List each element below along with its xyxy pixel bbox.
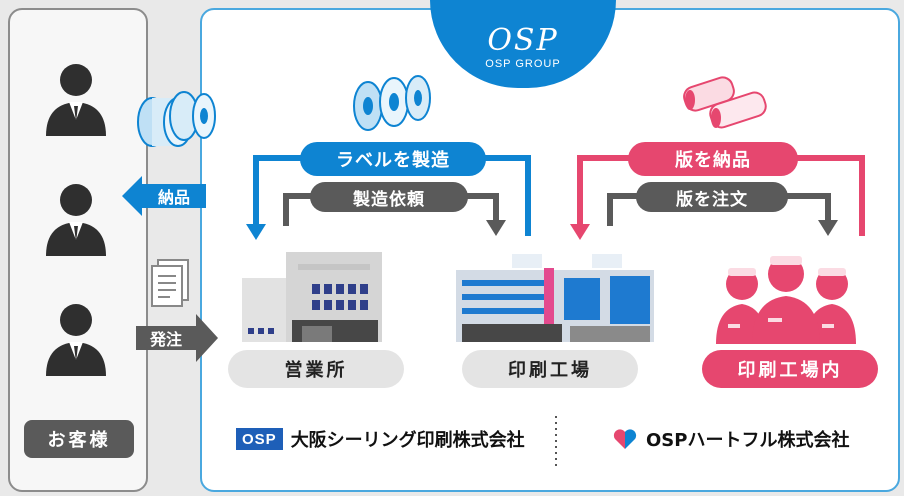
osp-heartful-name: OSPハートフル株式会社 <box>646 430 850 451</box>
manufacture-request-pill: 製造依頼 <box>310 182 468 212</box>
osaka-sealing-company: OSP 大阪シーリング印刷株式会社 <box>236 426 525 452</box>
osp-heartful-company: OSPハートフル株式会社 <box>612 426 849 452</box>
businessman-icon <box>46 184 106 256</box>
plate-cylinder-icon <box>683 76 767 129</box>
osaka-sealing-logo: OSP <box>236 428 283 450</box>
plate-order-pill: 版を注文 <box>636 182 788 212</box>
heart-icon <box>613 429 637 449</box>
businessman-icon <box>46 304 106 376</box>
osp-group-panel <box>200 8 900 492</box>
factory-workers-icon <box>716 256 856 344</box>
printing-plant-building-icon <box>456 254 654 342</box>
sales-office-label: 営業所 <box>228 350 404 388</box>
delivery-tag: 納品 <box>157 188 190 207</box>
customer-label: お客様 <box>24 420 134 458</box>
document-icon <box>151 259 189 307</box>
osp-group-label: OSP GROUP <box>485 58 561 70</box>
printing-plant-label: 印刷工場 <box>462 350 638 388</box>
osaka-sealing-name: 大阪シーリング印刷株式会社 <box>290 430 525 451</box>
label-manufacture-pill: ラベルを製造 <box>300 142 486 176</box>
osp-logo: OSP <box>487 23 559 58</box>
plate-delivery-pill: 版を納品 <box>628 142 798 176</box>
in-plant-label: 印刷工場内 <box>702 350 878 388</box>
label-roll-icon <box>353 75 431 131</box>
sales-office-building-icon <box>242 252 382 342</box>
label-roll-icon <box>137 91 216 147</box>
order-tag: 発注 <box>149 330 182 349</box>
businessman-icon <box>46 64 106 136</box>
